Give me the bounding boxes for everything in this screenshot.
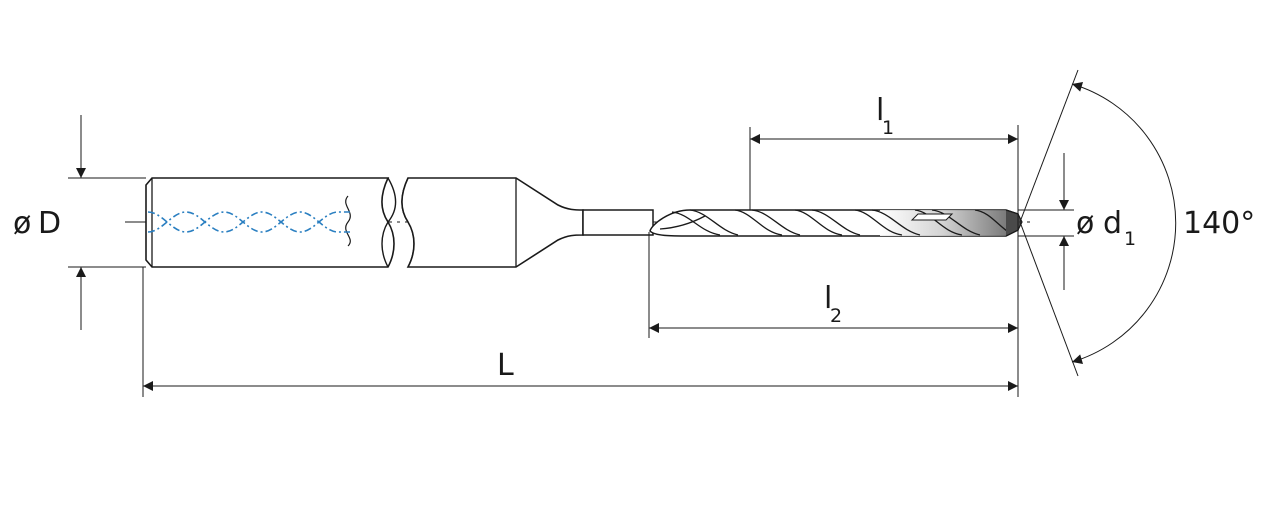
tip-dia-symbol: ø: [1076, 206, 1094, 241]
shank-right: [401, 177, 584, 268]
tip-dia-letter: d: [1103, 206, 1122, 241]
tip-margin: [910, 213, 954, 221]
neck: [582, 209, 654, 236]
shank-dia-label: D: [38, 206, 61, 241]
point-angle-label: 140°: [1183, 206, 1255, 241]
coolant-break-squiggle: [345, 195, 351, 247]
angle-ext-bottom: [1019, 221, 1079, 377]
overall-length-label: L: [497, 348, 514, 383]
angle-arc: [1071, 82, 1177, 364]
coolant-channels: [147, 211, 350, 233]
angle-ext-top: [1019, 69, 1079, 223]
shank-left: [145, 177, 395, 268]
tip-dia-sub: 1: [1124, 228, 1136, 250]
flute-length-letter: l: [876, 93, 884, 128]
neck-length-sub: 2: [830, 305, 842, 327]
tip-shade: [880, 210, 1018, 236]
break-mark: [381, 177, 397, 268]
flute-helix: [659, 209, 1011, 236]
neck-length-letter: l: [824, 281, 832, 316]
flute-length-sub: 1: [882, 117, 894, 139]
drill-point: [1005, 209, 1023, 237]
shank-dia-symbol: ø: [13, 206, 31, 241]
